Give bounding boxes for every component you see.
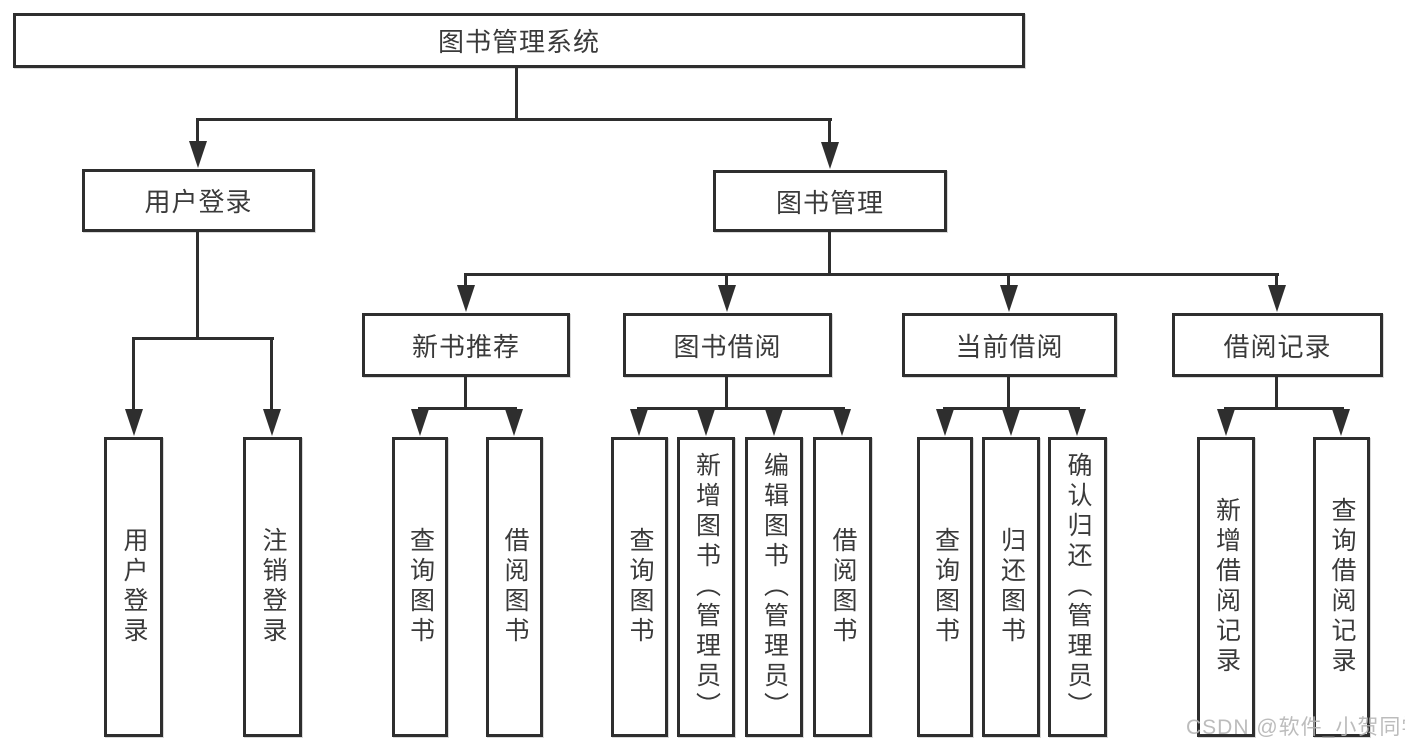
arrowhead-records bbox=[1268, 285, 1286, 312]
leaf-newrec-borrow-books: 借阅图书 bbox=[486, 437, 543, 737]
arrowhead-user-login bbox=[189, 141, 207, 168]
leaf-user-login-label: 用户登录 bbox=[120, 527, 148, 647]
connector-current-rail bbox=[943, 407, 1080, 410]
leaf-records-add-record: 新增借阅记录 bbox=[1197, 437, 1255, 737]
connector-book-mgmt-rail bbox=[464, 273, 1279, 276]
leaf-current-return-books: 归还图书 bbox=[982, 437, 1040, 737]
connector-user-login-rail bbox=[132, 337, 274, 340]
arrowhead-book-management bbox=[821, 142, 839, 169]
leaf-current-confirm-return: 确认归还（管理员） bbox=[1048, 437, 1107, 737]
arrowhead-current-query bbox=[936, 409, 954, 436]
leaf-current-return-books-label: 归还图书 bbox=[997, 527, 1026, 647]
connector-to-leaf-logout bbox=[270, 339, 273, 409]
arrowhead-newrec-query bbox=[411, 409, 429, 436]
leaf-borrowing-add-books: 新增图书（管理员） bbox=[677, 437, 735, 737]
arrowhead-new-rec bbox=[457, 285, 475, 312]
connector-borrowing-rail bbox=[637, 407, 845, 410]
connector-to-new-rec bbox=[464, 275, 467, 287]
leaf-borrowing-edit-books: 编辑图书（管理员） bbox=[745, 437, 803, 737]
connector-root-stem bbox=[515, 66, 518, 120]
leaf-records-query-record-label: 查询借阅记录 bbox=[1328, 497, 1356, 677]
connector-book-mgmt-stem bbox=[828, 230, 831, 275]
node-user-login: 用户登录 bbox=[82, 169, 315, 232]
arrowhead-borrowing-add bbox=[697, 409, 715, 436]
arrowhead-borrowing-borrow bbox=[833, 409, 851, 436]
leaf-current-query-books-label: 查询图书 bbox=[931, 527, 960, 647]
leaf-newrec-query-books: 查询图书 bbox=[392, 437, 448, 737]
arrowhead-newrec-borrow bbox=[505, 409, 523, 436]
arrowhead-leaf-logout bbox=[263, 409, 281, 436]
arrowhead-borrowing-edit bbox=[765, 409, 783, 436]
leaf-borrowing-edit-books-label: 编辑图书（管理员） bbox=[760, 452, 789, 722]
leaf-borrowing-query-books-label: 查询图书 bbox=[626, 527, 654, 647]
connector-new-rec-stem bbox=[464, 375, 467, 409]
arrowhead-current-confirm bbox=[1068, 409, 1086, 436]
connector-new-rec-rail bbox=[418, 407, 517, 410]
connector-user-login-stem bbox=[196, 230, 199, 339]
leaf-borrowing-add-books-label: 新增图书（管理员） bbox=[692, 452, 721, 722]
leaf-records-query-record: 查询借阅记录 bbox=[1313, 437, 1370, 737]
connector-to-records bbox=[1275, 275, 1278, 287]
leaf-borrowing-borrow-books-label: 借阅图书 bbox=[829, 527, 857, 647]
connector-to-borrowing bbox=[725, 275, 728, 287]
node-library-system: 图书管理系统 bbox=[13, 13, 1025, 68]
connector-to-leaf-login bbox=[132, 339, 135, 409]
leaf-borrowing-query-books: 查询图书 bbox=[611, 437, 668, 737]
node-new-book-recommendation: 新书推荐 bbox=[362, 313, 570, 377]
leaf-newrec-borrow-books-label: 借阅图书 bbox=[501, 527, 529, 647]
connector-records-stem bbox=[1275, 375, 1278, 409]
node-book-borrowing: 图书借阅 bbox=[623, 313, 832, 377]
node-book-management: 图书管理 bbox=[713, 170, 947, 232]
connector-current-stem bbox=[1007, 375, 1010, 409]
node-borrowing-records: 借阅记录 bbox=[1172, 313, 1383, 377]
arrowhead-borrowing-query bbox=[630, 409, 648, 436]
leaf-records-add-record-label: 新增借阅记录 bbox=[1212, 497, 1241, 677]
arrowhead-current bbox=[1000, 285, 1018, 312]
connector-root-rail bbox=[196, 118, 832, 121]
csdn-watermark: CSDN @软件_小贺同学 bbox=[1186, 716, 1405, 739]
leaf-borrowing-borrow-books: 借阅图书 bbox=[813, 437, 872, 737]
node-current-borrowing: 当前借阅 bbox=[902, 313, 1117, 377]
connector-to-user-login bbox=[196, 120, 199, 146]
connector-borrowing-stem bbox=[725, 375, 728, 409]
leaf-user-login: 用户登录 bbox=[104, 437, 163, 737]
leaf-newrec-query-books-label: 查询图书 bbox=[406, 527, 435, 647]
leaf-current-confirm-return-label: 确认归还（管理员） bbox=[1064, 452, 1092, 722]
arrowhead-records-query bbox=[1332, 409, 1350, 436]
leaf-logout-label: 注销登录 bbox=[259, 527, 287, 647]
leaf-current-query-books: 查询图书 bbox=[917, 437, 973, 737]
leaf-logout: 注销登录 bbox=[243, 437, 302, 737]
connector-records-rail bbox=[1224, 407, 1344, 410]
arrowhead-leaf-login bbox=[125, 409, 143, 436]
connector-to-current bbox=[1007, 275, 1010, 287]
arrowhead-current-return bbox=[1002, 409, 1020, 436]
arrowhead-records-add bbox=[1217, 409, 1235, 436]
arrowhead-borrowing bbox=[718, 285, 736, 312]
connector-to-book-management bbox=[828, 120, 831, 146]
